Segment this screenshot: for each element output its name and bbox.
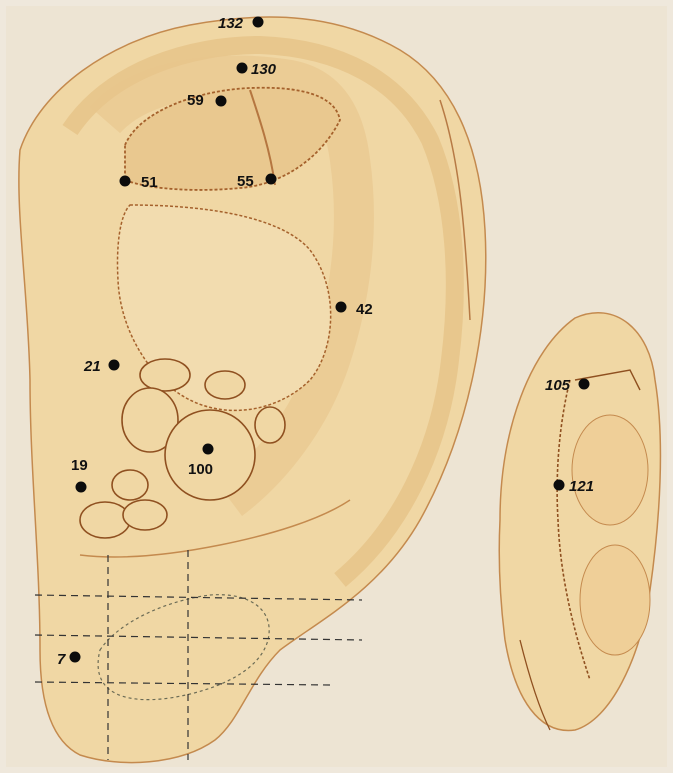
acupoint-label: 121 bbox=[569, 478, 594, 495]
acupoint-label: 51 bbox=[141, 174, 158, 191]
acupoint-dot bbox=[579, 379, 590, 390]
acupoint-dot bbox=[253, 17, 264, 28]
acupoint-dot bbox=[120, 176, 131, 187]
acupoint-dot bbox=[216, 96, 227, 107]
acupoint-dot bbox=[237, 63, 248, 74]
acupoint-label: 130 bbox=[251, 61, 277, 78]
acupoint-dot bbox=[70, 652, 81, 663]
acupoint-dot bbox=[76, 482, 87, 493]
acupoint-label: 132 bbox=[218, 15, 244, 32]
acupoint-dot bbox=[336, 302, 347, 313]
acupoint-label: 100 bbox=[188, 461, 213, 478]
acupoint-label: 21 bbox=[83, 358, 101, 375]
back-ear-bulge-upper bbox=[572, 415, 648, 525]
acupoint-dot bbox=[266, 174, 277, 185]
acupoint-dot bbox=[554, 480, 565, 491]
acupoint-dot bbox=[109, 360, 120, 371]
acupoint-label: 19 bbox=[71, 457, 88, 474]
acupoint-label: 105 bbox=[545, 377, 571, 394]
acupoint-label: 59 bbox=[187, 92, 204, 109]
acupoint-dot bbox=[203, 444, 214, 455]
acupoint-label: 55 bbox=[237, 173, 254, 190]
acupoint-label: 42 bbox=[356, 301, 373, 318]
back-ear-bulge-lower bbox=[580, 545, 650, 655]
acupoint-label: 7 bbox=[57, 651, 66, 668]
